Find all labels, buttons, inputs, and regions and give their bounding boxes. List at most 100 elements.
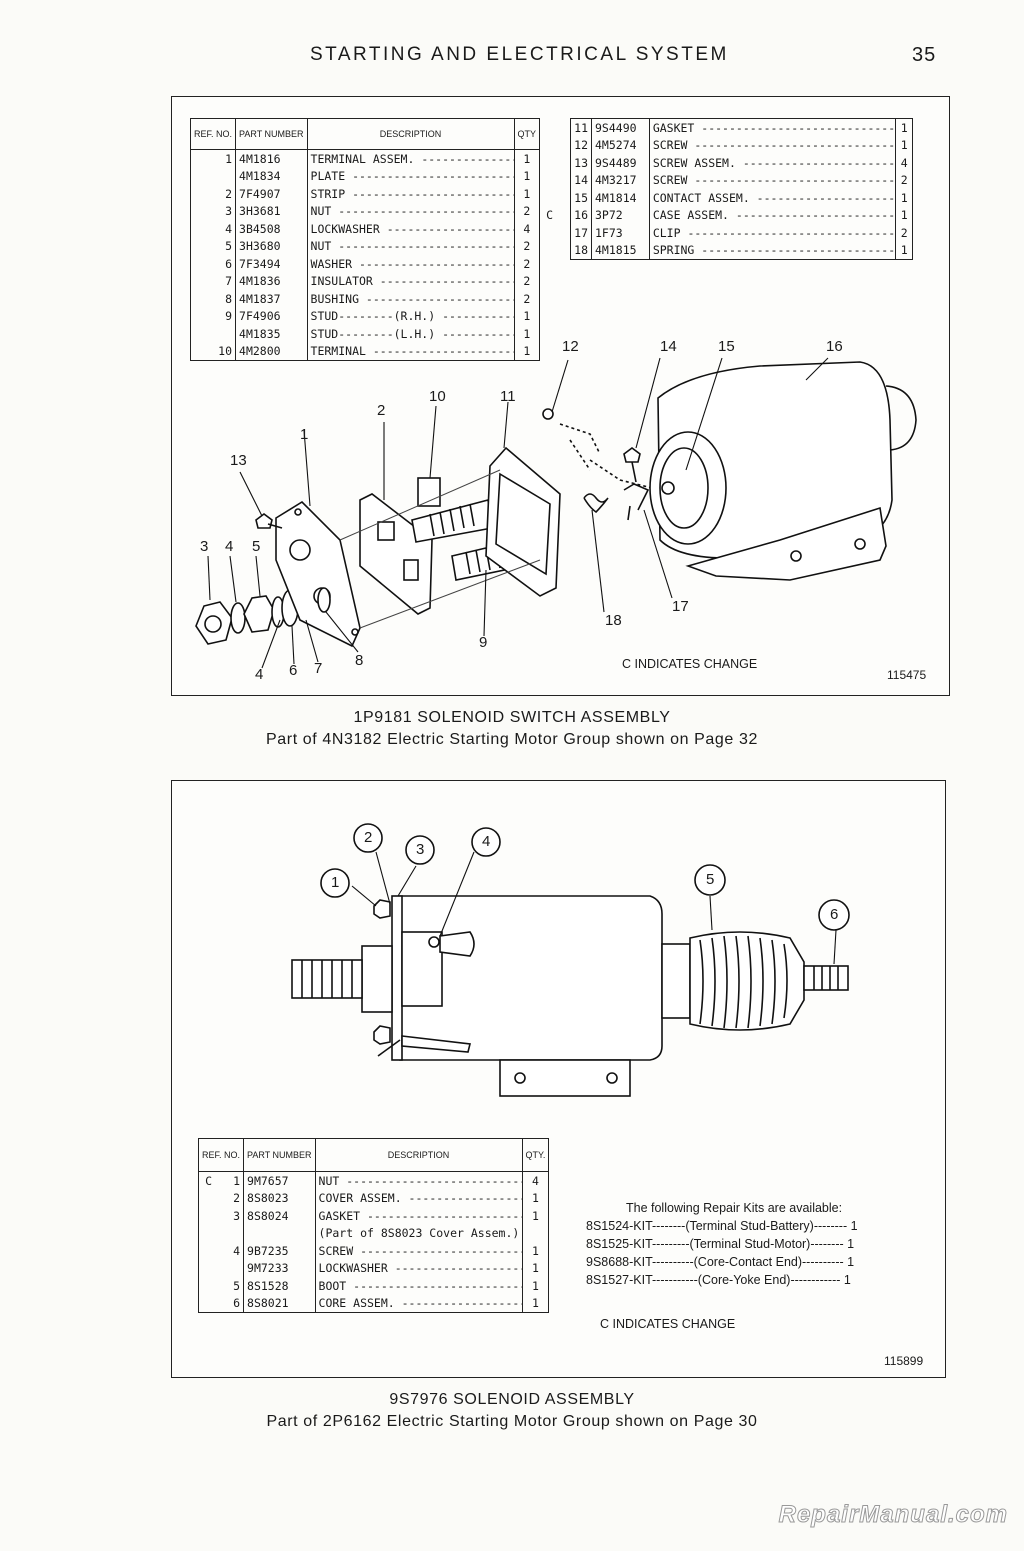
fig2-callout-1: 1	[331, 874, 340, 891]
cell-ref: 12	[570, 136, 592, 154]
table-row: 9M7233LOCKWASHER1	[197, 1259, 550, 1277]
table-row: 49B7235SCREW1	[197, 1242, 550, 1260]
cell-part: 4M3217	[591, 171, 650, 189]
cell-part: 9B7235	[243, 1242, 316, 1260]
callout-10: 10	[429, 388, 446, 405]
cell-qty: 2	[895, 224, 913, 242]
fig1-change-note: C INDICATES CHANGE	[622, 657, 758, 671]
cell-ref: 9	[189, 307, 237, 325]
fig2-callout-5: 5	[706, 871, 715, 888]
cell-desc: NUT	[306, 237, 515, 255]
kit-line: 8S1527-KIT-----------(Core-Yoke End)----…	[586, 1273, 851, 1287]
table-row: 104M2800TERMINAL1	[189, 342, 541, 361]
cell-desc: SCREW	[314, 1242, 523, 1260]
callout-13: 13	[230, 452, 247, 469]
change-marker: C	[546, 208, 554, 223]
fig2-caption-subtitle: Part of 2P6162 Electric Starting Motor G…	[266, 1413, 758, 1430]
cell-desc: GASKET	[314, 1207, 523, 1225]
cell-desc: CONTACT ASSEM.	[648, 189, 897, 207]
cell-qty: 1	[513, 167, 541, 185]
cell-desc: STUD--------(R.H.)	[306, 307, 515, 325]
cell-desc: SCREW	[648, 171, 897, 189]
cell-desc: CLIP	[648, 224, 897, 242]
table-row: 119S4490GASKET1	[570, 118, 913, 137]
table-row: 184M1815SPRING1	[570, 241, 913, 260]
cell-desc: CASE ASSEM.	[648, 206, 897, 224]
callout-16: 16	[826, 338, 843, 355]
cell-qty: 4	[521, 1171, 550, 1190]
col-ref: REF. NO.	[189, 118, 237, 150]
table-row: (Part of 8S8023 Cover Assem.)	[197, 1224, 550, 1242]
cell-qty: 1	[895, 136, 913, 154]
cell-part: 4M2800	[235, 342, 308, 361]
cell-qty: 2	[513, 255, 541, 273]
fig1-caption-title: 1P9181 SOLENOID SWITCH ASSEMBLY	[353, 709, 671, 726]
kit-line: 8S1525-KIT---------(Terminal Stud-Motor)…	[586, 1237, 855, 1251]
cell-desc: NUT	[314, 1171, 523, 1190]
cell-desc: GASKET	[648, 118, 897, 137]
fig2-change-note: C INDICATES CHANGE	[600, 1317, 736, 1331]
cell-ref: 4	[197, 1242, 245, 1260]
cell-ref: 8	[189, 290, 237, 308]
cell-desc: SCREW ASSEM.	[648, 154, 897, 172]
cell-part: 1F73	[591, 224, 650, 242]
cell-ref	[197, 1259, 245, 1277]
kit-line: 8S1524-KIT--------(Terminal Stud-Battery…	[586, 1219, 858, 1233]
cell-part: 9M7657	[243, 1171, 316, 1190]
cell-ref: 18	[570, 241, 592, 260]
cell-part: 4M1835	[235, 325, 308, 343]
cell-ref	[189, 167, 237, 185]
table-row: 38S8024GASKET1	[197, 1207, 550, 1225]
cell-ref	[189, 325, 237, 343]
cell-desc: WASHER	[306, 255, 515, 273]
cell-desc: (Part of 8S8023 Cover Assem.)	[314, 1224, 523, 1242]
callout-15: 15	[718, 338, 735, 355]
cell-part: 7F3494	[235, 255, 308, 273]
col-qty: QTY	[513, 118, 541, 150]
cell-desc: STRIP	[306, 185, 515, 203]
cell-ref: 15	[570, 189, 592, 207]
cell-desc: SCREW	[648, 136, 897, 154]
col-qty: QTY.	[521, 1138, 550, 1172]
cell-ref: 13	[570, 154, 592, 172]
fig2-callout-3: 3	[416, 841, 425, 858]
cell-qty: 2	[513, 272, 541, 290]
callout-7: 7	[314, 660, 323, 677]
cell-ref: 14	[570, 171, 592, 189]
cell-desc: LOCKWASHER	[314, 1259, 523, 1277]
cell-ref	[197, 1224, 245, 1242]
table-row: 27F4907STRIP1	[189, 185, 541, 203]
table-row: 67F3494WASHER2	[189, 255, 541, 273]
cell-qty: 2	[513, 290, 541, 308]
fig2-caption-title: 9S7976 SOLENOID ASSEMBLY	[389, 1391, 635, 1408]
cell-part: 8S8021	[243, 1294, 316, 1313]
cell-part: 9M7233	[243, 1259, 316, 1277]
table-row: 171F73CLIP2	[570, 224, 913, 242]
cell-qty: 1	[513, 307, 541, 325]
cell-desc: INSULATOR	[306, 272, 515, 290]
cell-desc: CORE ASSEM.	[314, 1294, 523, 1313]
cell-ref: 2	[189, 185, 237, 203]
cell-qty: 1	[895, 118, 913, 137]
cell-part: 8S1528	[243, 1277, 316, 1295]
cell-qty: 2	[513, 237, 541, 255]
cell-part: 3H3681	[235, 202, 308, 220]
cell-qty: 4	[513, 220, 541, 238]
cell-ref: 3	[197, 1207, 245, 1225]
cell-ref: 3	[189, 202, 237, 220]
cell-desc: TERMINAL	[306, 342, 515, 361]
table-row: 43B4508LOCKWASHER4	[189, 220, 541, 238]
cell-part: 4M1814	[591, 189, 650, 207]
cell-qty	[521, 1224, 550, 1242]
callout-14: 14	[660, 338, 677, 355]
cell-ref: 1	[189, 149, 237, 168]
table-row: 53H3680NUT2	[189, 237, 541, 255]
cell-ref: 11	[570, 118, 592, 137]
table-row: 124M5274SCREW1	[570, 136, 913, 154]
